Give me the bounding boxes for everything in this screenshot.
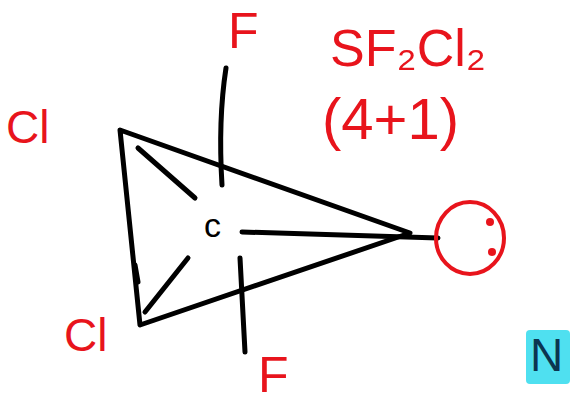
electron-count: (4+1) [322,90,459,148]
formula: SF₂Cl₂ [330,22,486,74]
lone-pair-dot [486,218,494,226]
atom-label: Cl [6,104,49,150]
atom-label: F [258,350,289,400]
logo-highlight [526,330,570,384]
bond-line [145,258,188,312]
watermark: N [530,332,563,378]
bond-line [138,148,195,198]
atom-label: F [228,6,259,56]
bond-line [242,232,438,238]
lone-pair-circle [436,202,504,274]
center-atom: c [204,208,221,242]
bond-line [135,265,138,282]
bond-line [240,258,245,352]
pyramid-outline [120,130,410,325]
atom-label: Cl [64,312,107,358]
bond-line [221,68,226,185]
lone-pair-dot [488,248,496,256]
